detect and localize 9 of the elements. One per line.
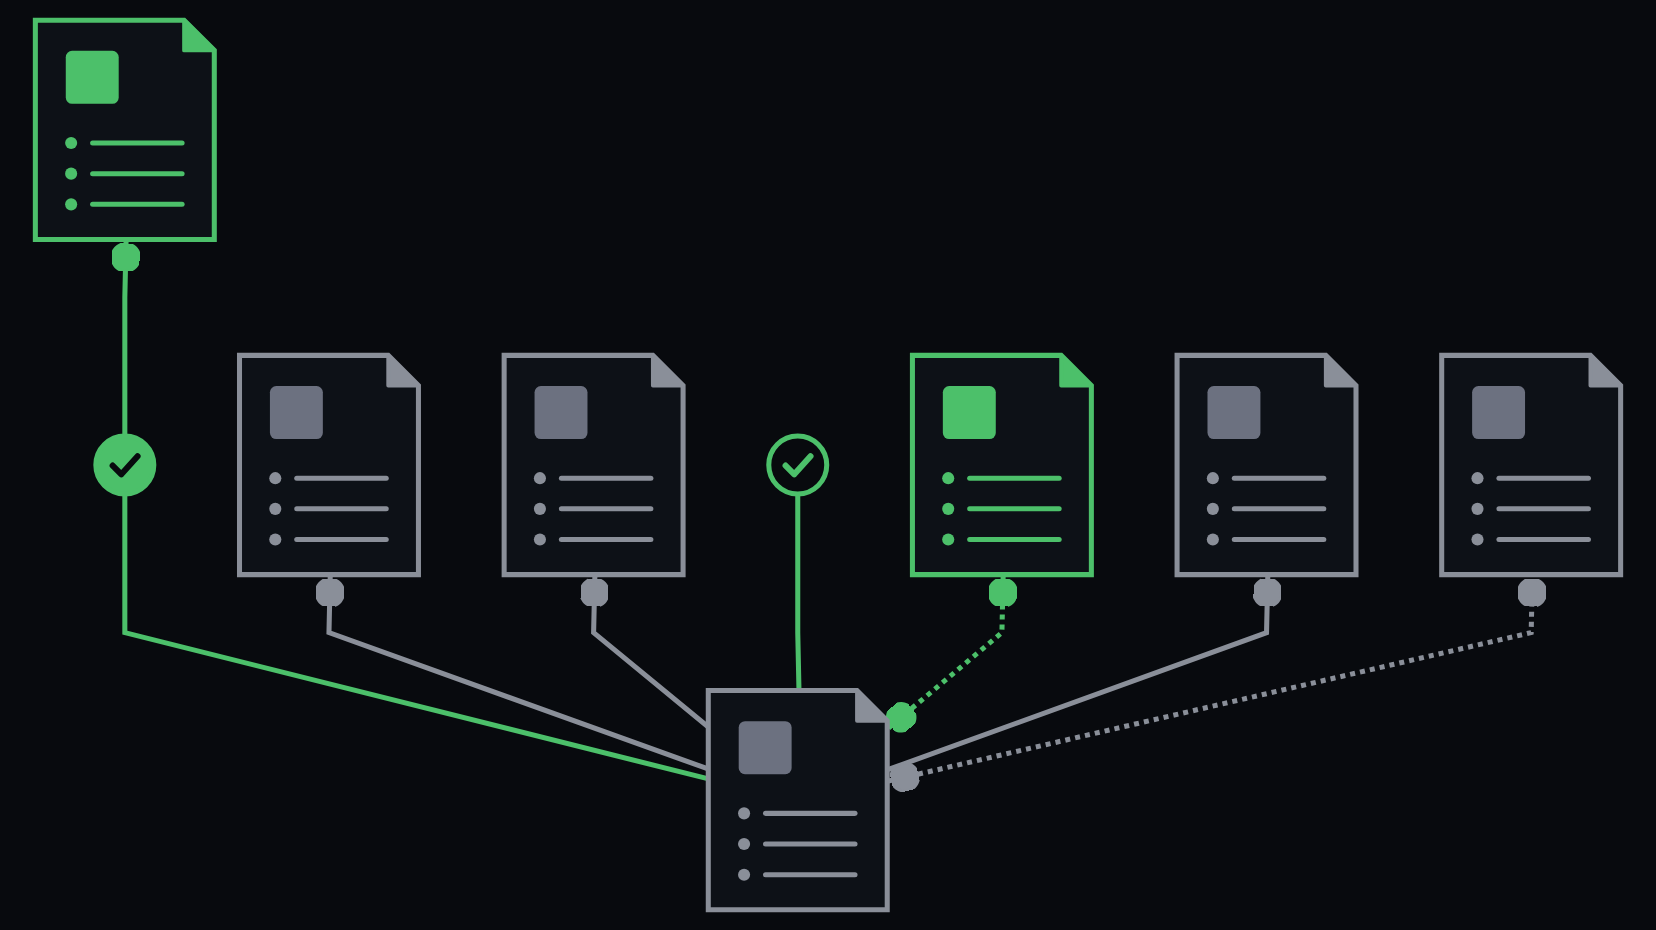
node-circle <box>93 433 157 497</box>
connector <box>314 575 711 772</box>
connector <box>887 575 1548 793</box>
connector <box>795 494 802 692</box>
node-circle <box>766 433 830 497</box>
connector <box>122 494 711 782</box>
connector <box>886 575 1019 733</box>
connector <box>887 575 1283 772</box>
connector <box>110 240 141 436</box>
